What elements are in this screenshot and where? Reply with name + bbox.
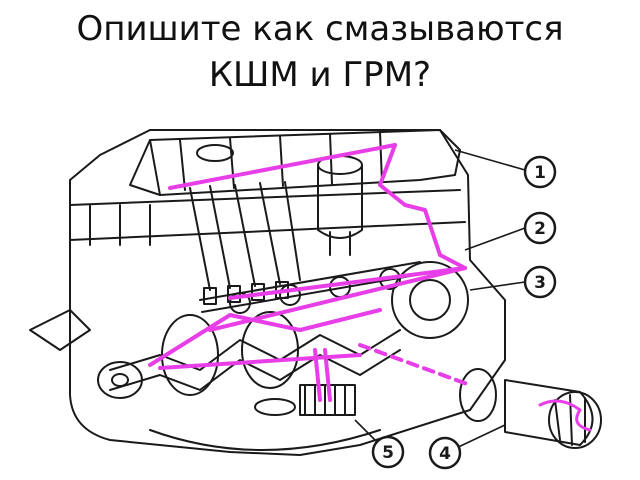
- callout-2-label: 2: [534, 219, 546, 239]
- callout-leaders: [354, 149, 526, 451]
- title-line-2: КШМ и ГРМ?: [208, 55, 432, 95]
- callout-1: 1: [523, 155, 557, 189]
- callout-3: 3: [523, 265, 557, 299]
- engine-block-drawing: [29, 129, 602, 456]
- callout-5: 5: [371, 435, 405, 469]
- callout-3-label: 3: [534, 273, 546, 293]
- callout-4-label: 4: [439, 444, 451, 464]
- slide-title: Опишите как смазываются КШМ и ГРМ?: [0, 6, 640, 98]
- callout-4: 4: [428, 436, 462, 470]
- callout-2: 2: [523, 211, 557, 245]
- oil-paths: [148, 143, 592, 432]
- callout-5-label: 5: [382, 443, 394, 463]
- title-line-1: Опишите как смазываются: [76, 9, 564, 49]
- callout-1-label: 1: [534, 163, 546, 183]
